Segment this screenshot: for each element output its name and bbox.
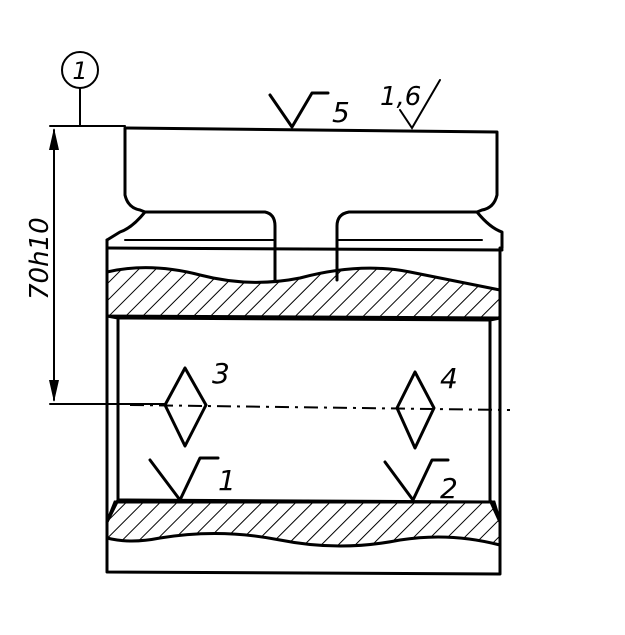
support-diamond-left — [163, 366, 208, 448]
dimension-arrow-top — [49, 128, 59, 150]
roughness-value-top-left: 5 — [332, 96, 350, 129]
support-diamond-right — [395, 370, 436, 450]
support-label-left: 3 — [212, 357, 230, 390]
dimension-label: 70h10 — [25, 217, 55, 300]
cap-t-neck — [143, 210, 479, 282]
roughness-symbol-bottom-right — [383, 458, 450, 502]
roughness-value-bottom-left: 1 — [218, 464, 236, 497]
cap-base-line — [105, 246, 504, 252]
roughness-symbol-top-right — [399, 79, 441, 130]
dimension-arrow-bottom — [49, 380, 59, 402]
lower-hatch-section — [105, 500, 502, 548]
body-outline — [105, 238, 502, 576]
roughness-value-top-right: 1,6 — [380, 82, 421, 112]
callout-circle — [61, 51, 99, 89]
roughness-symbol-bottom-left — [148, 456, 220, 502]
roughness-value-bottom-right: 2 — [440, 472, 458, 505]
roughness-symbol-top-left — [268, 91, 330, 129]
top-cap-outline — [105, 126, 504, 250]
upper-hatch-section — [105, 266, 502, 320]
callout-number: 1 — [72, 57, 87, 85]
center-line — [129, 404, 511, 411]
support-label-right: 4 — [440, 362, 458, 395]
